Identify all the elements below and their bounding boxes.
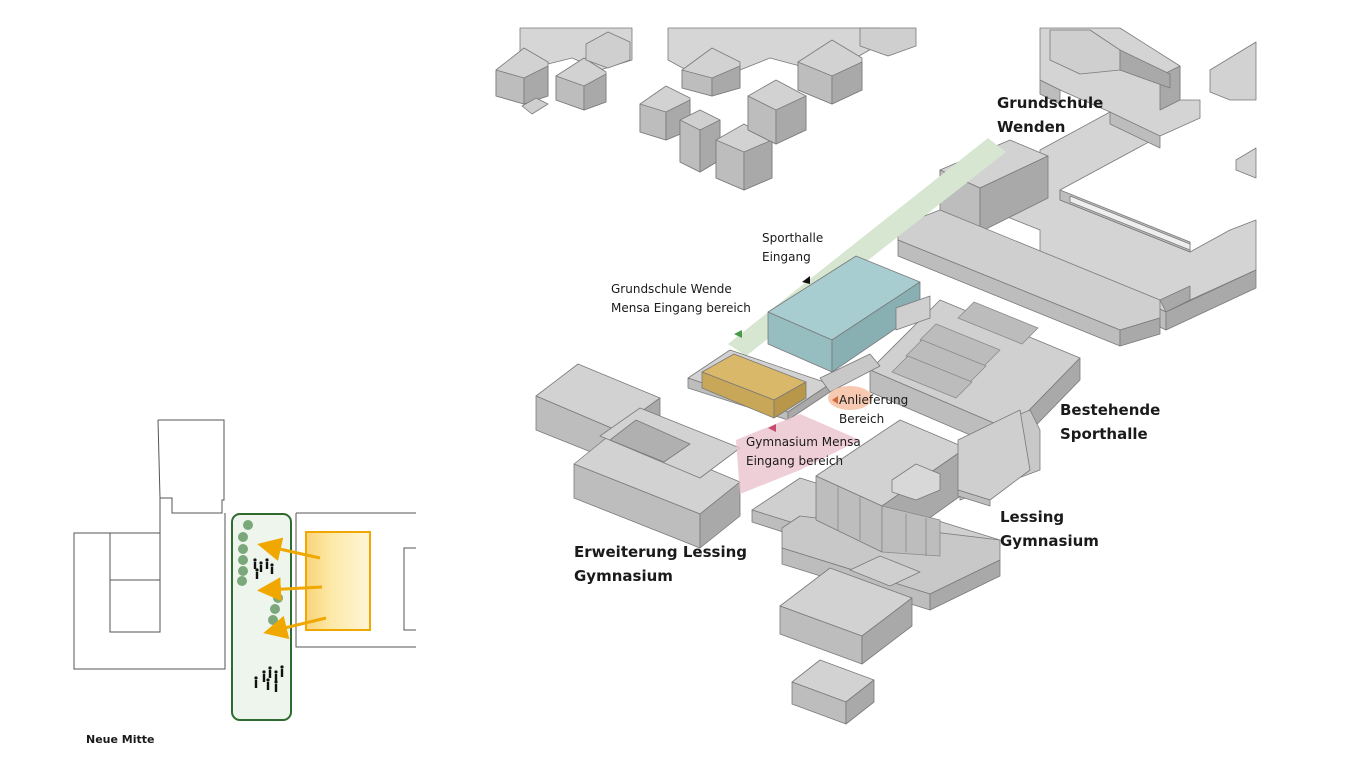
label-mensa-eingang-1: Grundschule Wende — [611, 282, 732, 296]
label-sporthalle-eingang-2: Eingang — [762, 250, 811, 264]
labels: Grundschule Wenden Sporthalle Eingang Gr… — [574, 94, 1160, 585]
label-gymnasium-mensa-1: Gymnasium Mensa — [746, 435, 861, 449]
label-bestehende-sporthalle-2: Sporthalle — [1060, 425, 1148, 443]
label-anlieferung-1: Anlieferung — [839, 393, 908, 407]
label-lessing-gymnasium-2: Gymnasium — [1000, 532, 1099, 550]
anlieferung-marker — [832, 396, 838, 404]
anlieferung-zone — [828, 386, 872, 410]
label-bestehende-sporthalle-1: Bestehende — [1060, 401, 1160, 419]
gymnasium-entrance-marker — [768, 424, 776, 432]
label-erweiterung-1: Erweiterung Lessing — [574, 543, 747, 561]
label-erweiterung-2: Gymnasium — [574, 567, 673, 585]
mensa-building — [701, 353, 807, 419]
label-lessing-gymnasium-1: Lessing — [1000, 508, 1064, 526]
houses-cluster-left — [495, 27, 633, 115]
label-sporthalle-eingang-1: Sporthalle — [762, 231, 823, 245]
sporthalle-entrance-marker — [802, 276, 810, 284]
houses-cluster-middle — [639, 27, 917, 191]
label-grundschule-wenden-2: Wenden — [997, 118, 1065, 136]
mensa-zone — [305, 531, 371, 631]
gymnasium-zone — [736, 414, 860, 494]
label-gymnasium-mensa-2: Eingang bereich — [746, 454, 843, 468]
new-sporthalle — [767, 255, 931, 373]
label-grundschule-wenden-1: Grundschule — [997, 94, 1103, 112]
green-strip — [231, 513, 292, 721]
mensa-entrance-marker — [734, 330, 742, 338]
neue-mitte-label: Neue Mitte — [86, 733, 154, 746]
flow-arrows — [257, 537, 327, 640]
neue-mitte-plan: Neue Mitte — [73, 419, 416, 746]
label-anlieferung-2: Bereich — [839, 412, 884, 426]
erweiterung-lessing — [535, 363, 741, 549]
label-mensa-eingang-2: Mensa Eingang bereich — [611, 301, 751, 315]
axonometric-site — [495, 27, 1257, 725]
lower-annex — [779, 555, 921, 725]
